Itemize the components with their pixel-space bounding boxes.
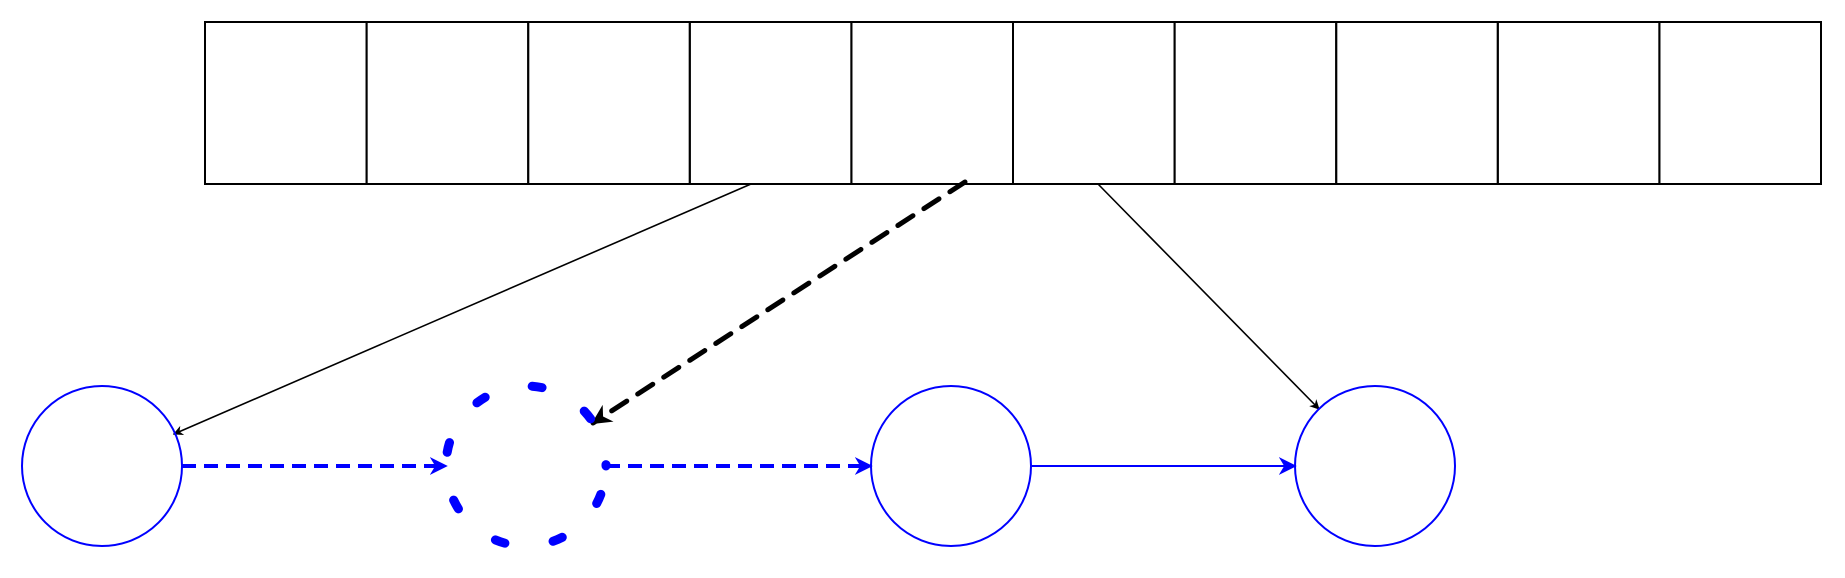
- array-cell-3: [688, 21, 853, 185]
- list-node-3: [870, 385, 1032, 547]
- pointer-arrows: [173, 179, 1320, 436]
- array-cell-9: [1658, 21, 1823, 185]
- array-cell-5: [1012, 21, 1176, 185]
- pointer-arrow-3: [1097, 183, 1320, 410]
- array: [204, 21, 1823, 185]
- pointer-arrow-2: [590, 179, 968, 426]
- array-cell-1: [365, 21, 530, 185]
- pointer-arrow-1: [173, 183, 752, 436]
- array-cell-0: [204, 21, 368, 185]
- array-cell-6: [1173, 21, 1338, 185]
- list-node-4: [1294, 385, 1456, 547]
- array-cell-7: [1335, 21, 1499, 185]
- list-node-1: [21, 385, 183, 547]
- list-node-2: [441, 381, 611, 551]
- nodes: [21, 381, 1456, 551]
- array-cell-4: [850, 21, 1015, 185]
- array-cell-8: [1496, 21, 1661, 185]
- array-cell-2: [527, 21, 691, 185]
